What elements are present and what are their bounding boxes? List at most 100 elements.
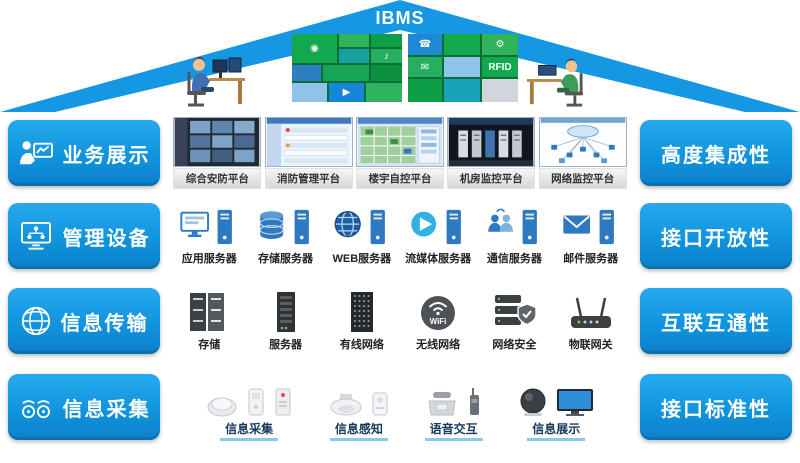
row-label-information-transmission: 信息传输 xyxy=(8,288,160,354)
row-label-information-collection: 信息采集 xyxy=(8,374,160,440)
operator-clipart-left xyxy=(183,48,247,113)
device-icons xyxy=(518,373,595,417)
wall-sensor-icon xyxy=(248,388,264,416)
platform-security: 综合安防平台 xyxy=(173,117,262,189)
dashboard-tile: ♪ xyxy=(371,49,402,63)
dashboard-tile xyxy=(292,65,321,81)
server-shield-icon xyxy=(495,295,538,326)
presenter-chart-icon xyxy=(19,141,53,165)
device-group-caption: 信息采集 xyxy=(220,420,279,441)
operator-clipart-right xyxy=(524,50,588,113)
platform-building-automation: 楼宇自控平台 xyxy=(355,117,444,189)
dashboard-tile xyxy=(292,83,327,102)
row-label-business-display: 业务展示 xyxy=(8,120,160,186)
device-group-voice: 语音交互 xyxy=(424,373,483,441)
note-glyph-icon: ♪ xyxy=(384,50,389,62)
building-automation-screenshot xyxy=(355,117,444,167)
wired-network-rack-icon xyxy=(350,292,373,332)
server-item-app: 应用服务器 xyxy=(172,206,246,266)
iot-gateway-router-icon xyxy=(570,297,611,328)
network-item-wireless: WiFi 无线网络 xyxy=(401,290,475,352)
machine-room-screenshot xyxy=(447,117,536,167)
dashboard-tile: ✉ xyxy=(408,57,442,77)
platform-network-monitor: 网络监控平台 xyxy=(538,117,627,189)
camera-glyph-icon: ◉ xyxy=(310,43,319,54)
operator-at-desk-icon xyxy=(527,58,584,107)
monitor-flowchart-icon xyxy=(20,221,51,250)
dashboard-tile: ☎ xyxy=(408,34,442,55)
phone-glyph-icon: ☎ xyxy=(418,39,432,50)
row-label-text: 业务展示 xyxy=(62,144,151,167)
server-caption: 通信服务器 xyxy=(486,253,542,265)
storage-cabinets-icon xyxy=(190,293,225,331)
dashboard-collage-right: ☎ ⚙ ✉ RFID xyxy=(408,34,518,102)
row-label-text: 管理设备 xyxy=(62,227,151,250)
dashboard-tile: ▶ xyxy=(329,83,364,102)
server-rack-icon xyxy=(276,292,295,332)
dashboard-tile xyxy=(371,65,402,81)
telephone-icon xyxy=(428,392,456,416)
ceiling-detector-icon xyxy=(330,394,362,416)
dashboard-tile xyxy=(371,34,402,47)
platform-caption: 综合安防平台 xyxy=(173,168,262,189)
feature-label-text: 高度集成性 xyxy=(661,144,771,167)
device-icons xyxy=(328,373,389,417)
device-group-display: 信息展示 xyxy=(518,373,595,441)
play-glyph-icon: ▶ xyxy=(342,87,351,98)
server-caption: 应用服务器 xyxy=(181,253,237,265)
dashboard-tile xyxy=(323,65,369,81)
dashboard-tile: ◉ xyxy=(292,34,337,63)
feature-label-standard-interface: 接口标准性 xyxy=(640,374,792,440)
platform-machine-room: 机房监控平台 xyxy=(447,117,536,189)
roof: IBMS ◉ xyxy=(0,0,800,112)
dashboard-tile xyxy=(444,57,480,77)
dashboard-collage-left: ◉ ♪ ▶ xyxy=(292,34,402,102)
network-caption: 存储 xyxy=(198,339,221,351)
mail-server-icon xyxy=(563,209,614,245)
communication-server-icon xyxy=(488,208,538,245)
gear-glyph-icon: ⚙ xyxy=(495,39,505,50)
platform-caption: 网络监控平台 xyxy=(538,168,627,189)
device-group-collection: 信息采集 xyxy=(205,373,293,441)
network-caption: 有线网络 xyxy=(339,339,384,351)
server-item-web: WEB服务器 xyxy=(325,206,399,266)
row-information-transmission: 信息传输 存储 服务器 xyxy=(8,282,792,360)
server-item-streaming: 流媒体服务器 xyxy=(401,206,475,266)
operator-at-desk-icon xyxy=(187,57,245,107)
device-group-caption: 信息感知 xyxy=(329,420,388,441)
dashboard-tile xyxy=(339,34,369,47)
feature-label-text: 接口开放性 xyxy=(661,227,771,250)
platform-caption: 消防管理平台 xyxy=(264,168,353,189)
dashboard-tile xyxy=(444,34,480,55)
network-caption: 服务器 xyxy=(269,339,303,351)
dashboard-tile xyxy=(339,49,369,63)
wifi-label: WiFi xyxy=(430,317,447,326)
network-caption: 物联网关 xyxy=(568,339,613,351)
device-group-sensing: 信息感知 xyxy=(328,373,389,441)
network-item-server: 服务器 xyxy=(249,290,323,352)
dashboard-tile: ⚙ xyxy=(482,34,518,55)
streaming-server-icon xyxy=(411,209,462,245)
row-information-collection: 信息采集 信息采集 xyxy=(8,368,792,446)
platform-caption: 楼宇自控平台 xyxy=(355,168,444,189)
network-caption: 无线网络 xyxy=(416,339,461,351)
network-monitor-screenshot xyxy=(538,117,627,167)
storage-server-icon xyxy=(259,209,309,245)
mail-glyph-icon: ✉ xyxy=(420,61,430,73)
walkie-talkie-icon xyxy=(470,388,480,415)
dashboard-tile xyxy=(482,79,518,102)
security-platform-screenshot xyxy=(173,117,262,167)
globe-icon xyxy=(21,306,50,336)
platforms-strip: 综合安防平台 消防管理平台 xyxy=(170,114,630,192)
feature-label-interconnectivity: 互联互通性 xyxy=(640,288,792,354)
panel-sensor-icon xyxy=(372,392,388,416)
network-item-iot-gateway: 物联网关 xyxy=(554,290,628,352)
dashboard-tile xyxy=(444,79,480,102)
diagram-title: IBMS xyxy=(375,8,425,28)
fire-platform-screenshot xyxy=(264,117,353,167)
server-item-communication: 通信服务器 xyxy=(477,206,551,266)
network-strip: 存储 服务器 xyxy=(170,282,630,360)
row-managed-devices: 管理设备 应用服务器 xyxy=(8,197,792,275)
feature-label-open-interface: 接口开放性 xyxy=(640,203,792,269)
devices-strip: 信息采集 信息感知 xyxy=(170,368,630,446)
